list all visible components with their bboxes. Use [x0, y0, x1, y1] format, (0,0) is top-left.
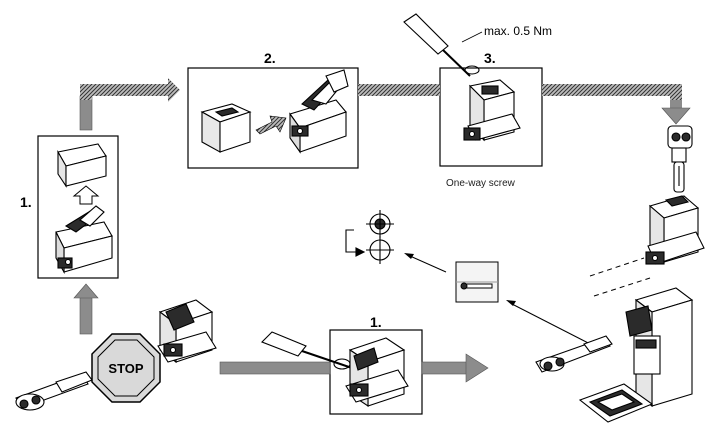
- step-label-top-right: 3.: [484, 50, 496, 66]
- actuator-key-right: [667, 125, 693, 193]
- switch-base-left-step1: [55, 205, 113, 275]
- arrow-hatched-to-step2: [80, 78, 180, 102]
- actuator-key-bottom-left: [15, 371, 93, 411]
- step-label-top-middle: 2.: [264, 50, 276, 66]
- arrow-gray-bottom: [219, 353, 489, 383]
- switch-bottom-left: [157, 299, 217, 364]
- screw-caption: One-way screw: [446, 178, 515, 189]
- switch-top-right: [645, 195, 705, 265]
- step-label-bottom: 1.: [370, 314, 382, 330]
- cap-step2: [200, 103, 252, 153]
- arrow-up-lower: [73, 283, 99, 335]
- switch-closed-step3: [463, 79, 521, 142]
- callout-arrow-to-target: [409, 255, 447, 273]
- arrow-hatched-step2: [255, 115, 287, 135]
- stop-sign-text: STOP: [108, 361, 143, 376]
- callout-line-to-key: [511, 303, 599, 349]
- adjust-position-icon: [345, 210, 394, 264]
- switch-step1-bottom: [345, 337, 409, 408]
- torque-label: max. 0.5 Nm: [484, 24, 553, 38]
- callout-arrowhead-target: [404, 253, 414, 259]
- callout-arrowhead-key: [506, 300, 516, 306]
- arrow-up-upper-stem: [79, 95, 93, 131]
- arrow-hatched-from-step3: [542, 84, 691, 125]
- dashed-guide-lines: [589, 257, 651, 297]
- arrow-hatched-step2-step3: [358, 84, 440, 96]
- switch-base-step2: [289, 69, 349, 154]
- torque-leader-line: [461, 31, 483, 43]
- cap-left-step1: [57, 143, 107, 188]
- screwdriver-bottom: [261, 331, 353, 370]
- screw-detail-box: [455, 261, 499, 303]
- actuator-key-middle: [535, 335, 613, 373]
- stop-sign-icon: [91, 333, 161, 403]
- switch-assembled-right: [578, 287, 694, 423]
- arrow-up-open-step1: [72, 185, 100, 205]
- step-label-left: 1.: [20, 194, 32, 210]
- screwdriver-step3: [403, 13, 480, 77]
